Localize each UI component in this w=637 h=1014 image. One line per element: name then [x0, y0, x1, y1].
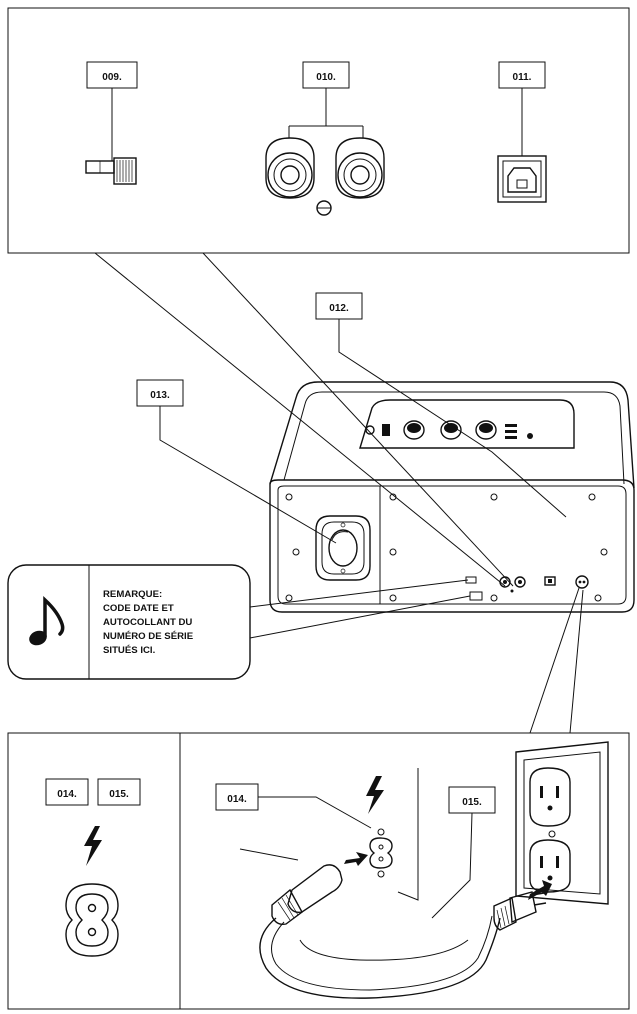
top-detail-panel	[7, 7, 630, 254]
svg-text:015.: 015.	[109, 789, 129, 800]
svg-text:NUMÉRO DE SÉRIE: NUMÉRO DE SÉRIE	[103, 630, 194, 642]
figure-8-plug	[271, 864, 343, 926]
control-knobs	[365, 420, 533, 440]
speaker-device-rear	[269, 381, 635, 613]
svg-text:011.: 011.	[513, 72, 532, 83]
callout-011: 011.	[498, 61, 546, 89]
callout-015-right: 015.	[448, 786, 496, 814]
bass-port	[315, 515, 371, 581]
svg-text:015.: 015.	[462, 797, 482, 808]
svg-text:014.: 014.	[57, 789, 77, 800]
note-box: REMARQUE: CODE DATE ET AUTOCOLLANT DU NU…	[7, 564, 251, 680]
svg-text:SITUÉS ICI.: SITUÉS ICI.	[103, 644, 155, 656]
callout-014-left: 014.	[45, 778, 89, 806]
callout-013: 013.	[136, 379, 184, 407]
figure-8-socket-icon	[65, 883, 119, 957]
device-socket-icon	[369, 837, 393, 869]
lightning-bolt-icon-right	[366, 776, 384, 814]
callout-015-left: 015.	[97, 778, 141, 806]
wall-outlet	[515, 741, 609, 905]
svg-text:010.: 010.	[316, 72, 336, 83]
connector-009-icon	[85, 157, 137, 185]
rca-jacks-010-icon	[265, 137, 385, 216]
two-prong-plug	[493, 891, 547, 931]
optical-port-011-icon	[497, 155, 547, 203]
music-note-icon	[29, 596, 65, 646]
callout-014-right: 014.	[215, 783, 259, 811]
svg-text:012.: 012.	[329, 303, 349, 314]
insert-arrow-icon	[344, 852, 368, 866]
svg-text:AUTOCOLLANT DU: AUTOCOLLANT DU	[103, 617, 192, 628]
callout-009: 009.	[86, 61, 138, 89]
callout-012: 012.	[315, 292, 363, 320]
svg-text:REMARQUE:: REMARQUE:	[103, 589, 162, 600]
insert-arrow-icon-outlet	[528, 880, 552, 900]
svg-text:013.: 013.	[150, 390, 170, 401]
callout-010: 010.	[302, 61, 350, 89]
lightning-bolt-icon	[84, 826, 102, 866]
svg-text:CODE DATE ET: CODE DATE ET	[103, 603, 174, 614]
bottom-detail-panel	[7, 732, 630, 1010]
svg-text:014.: 014.	[227, 794, 247, 805]
svg-text:009.: 009.	[102, 72, 122, 83]
